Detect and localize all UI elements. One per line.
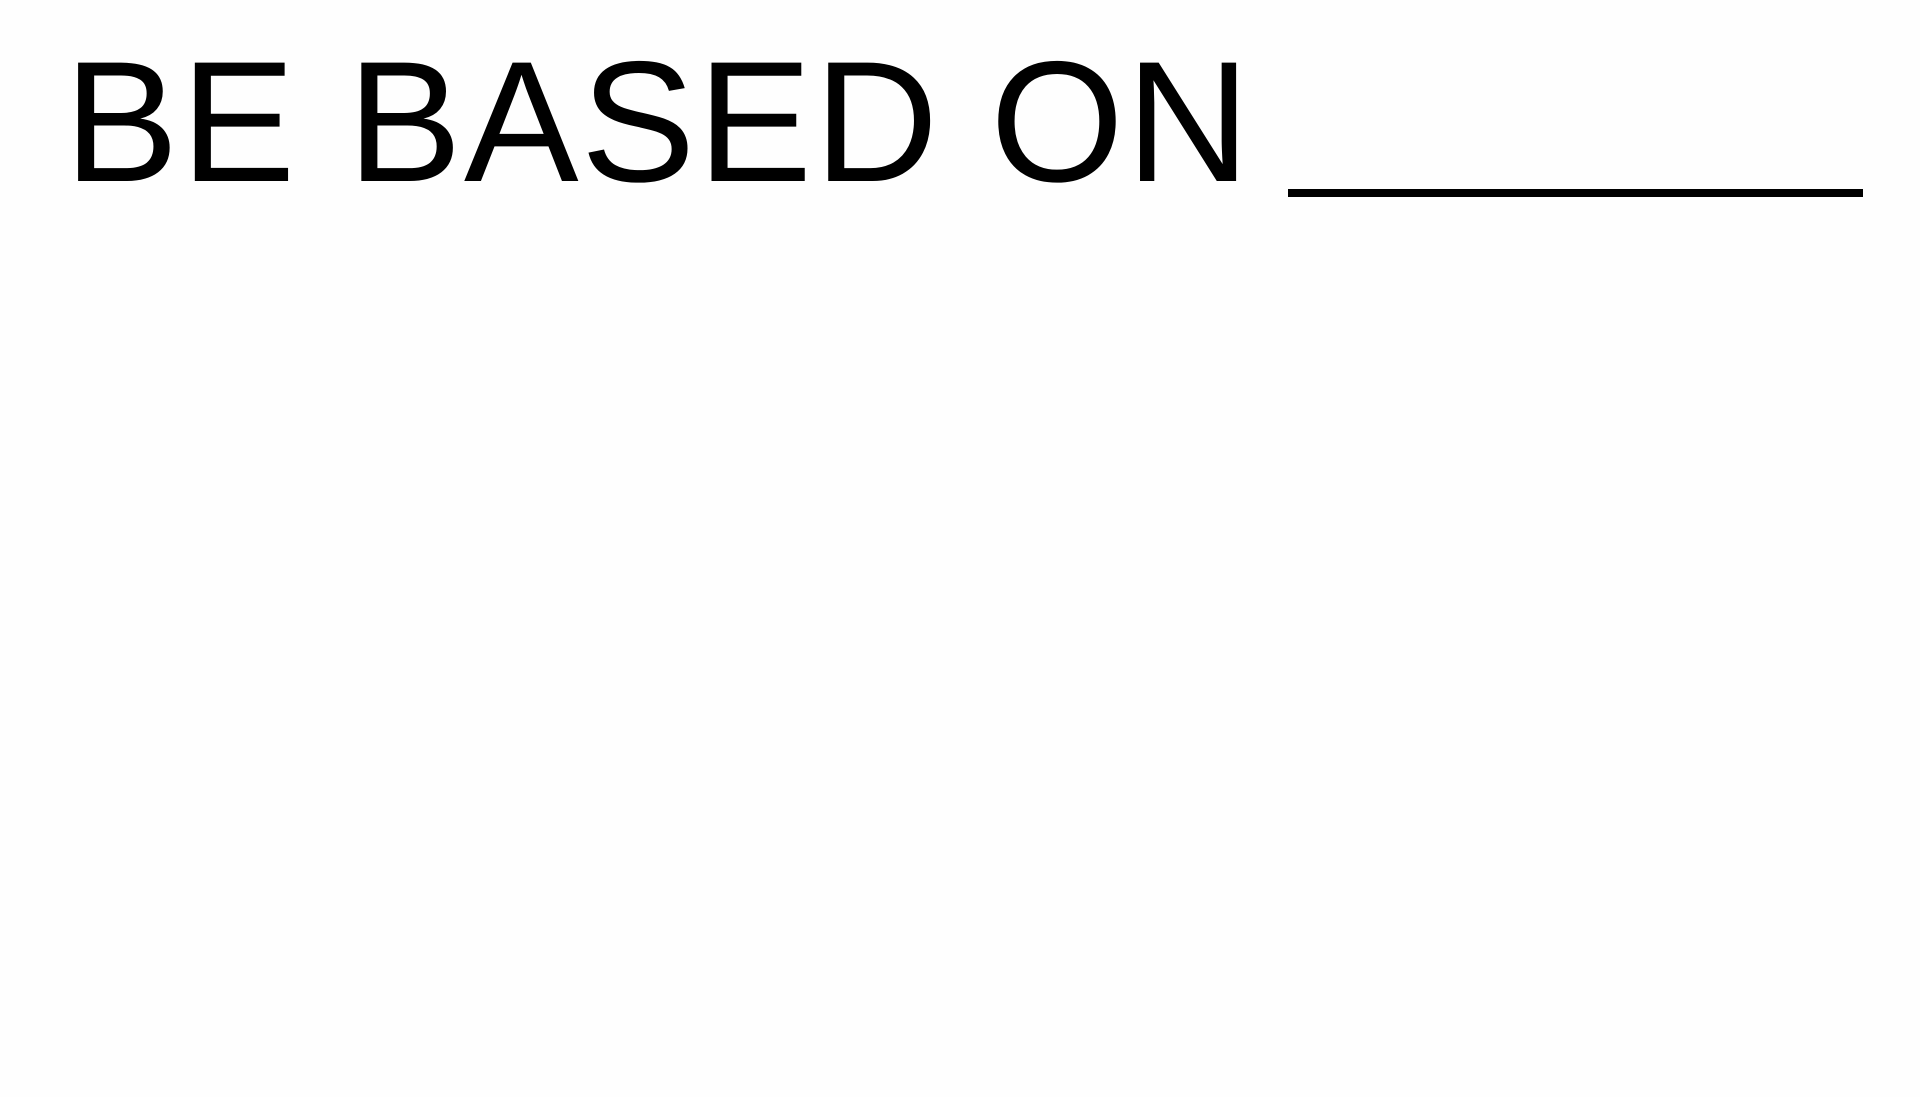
- headline-text: BE BASED ON: [64, 26, 1253, 218]
- fill-in-blank-line: [1288, 189, 1863, 197]
- headline-row: BE BASED ON: [64, 36, 1252, 208]
